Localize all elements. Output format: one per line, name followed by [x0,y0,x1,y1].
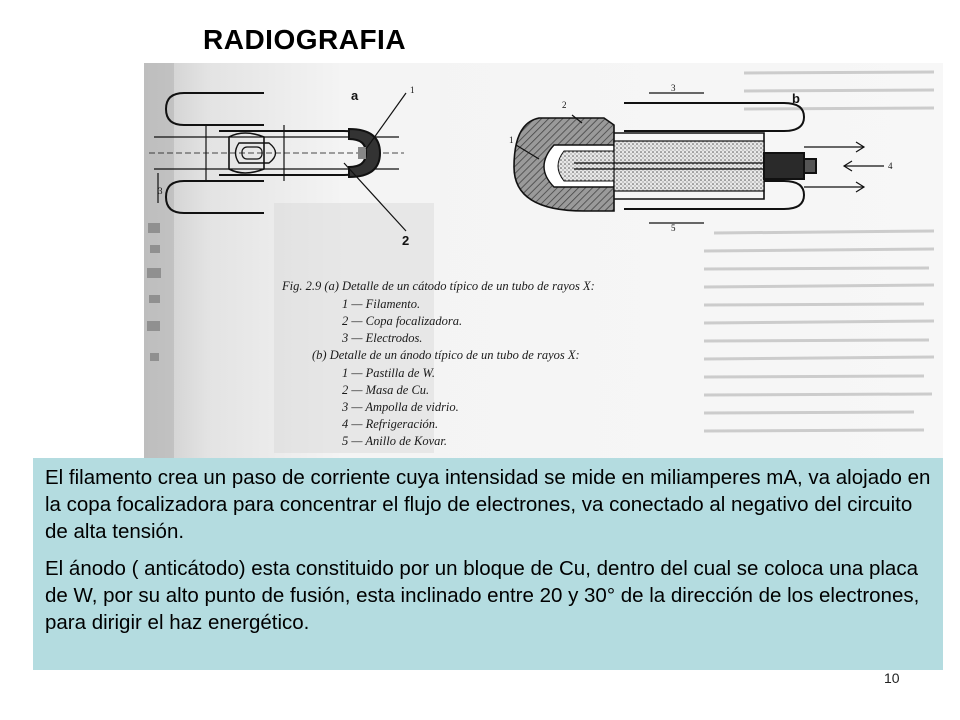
panel-a-label: a [351,88,359,103]
anode-paragraph: El ánodo ( anticátodo) esta constituido … [45,557,920,634]
caption-line-b: (b) Detalle de un ánodo típico de un tub… [312,348,580,362]
callout-b-1: 1 [509,135,514,145]
anode-drawing [513,92,884,224]
bleed-through-left [147,223,161,361]
caption-item-b-4: 4 — Refrigeración. [342,417,438,431]
callout-a-1: 1 [410,85,415,95]
callout-b-2: 2 [562,100,567,110]
slide-title: RADIOGRAFIA [203,24,407,55]
page-number: 10 [884,670,900,686]
bleed-through-right [703,70,935,433]
caption-item-a-2: 2 — Copa focalizadora. [342,314,462,328]
caption-item-b-3: 3 — Ampolla de vidrio. [341,400,459,414]
panel-b-label: b [792,91,800,106]
callout-b-4: 4 [888,161,893,171]
callout-b-5: 5 [671,223,676,233]
callout-a-3: 3 [158,186,163,196]
caption-item-a-1: 1 — Filamento. [342,297,420,311]
cathode-drawing [149,92,407,232]
caption-item-b-1: 1 — Pastilla de W. [342,366,435,380]
callout-b-3: 3 [671,83,676,93]
scanned-figure: a 1 2 3 [144,63,943,463]
caption-item-b-2: 2 — Masa de Cu. [342,383,429,397]
caption-line-a: Fig. 2.9 (a) Detalle de un cátodo típico… [281,279,595,293]
explanation-box: El filamento crea un paso de corriente c… [33,458,943,670]
caption-item-b-5: 5 — Anillo de Kovar. [342,434,447,448]
figure-caption: Fig. 2.9 (a) Detalle de un cátodo típico… [281,279,595,448]
cathode-anode-diagram: a 1 2 3 [144,63,943,463]
callout-a-2: 2 [402,233,409,248]
caption-item-a-3: 3 — Electrodos. [341,331,422,345]
filament-paragraph: El filamento crea un paso de corriente c… [45,466,931,543]
